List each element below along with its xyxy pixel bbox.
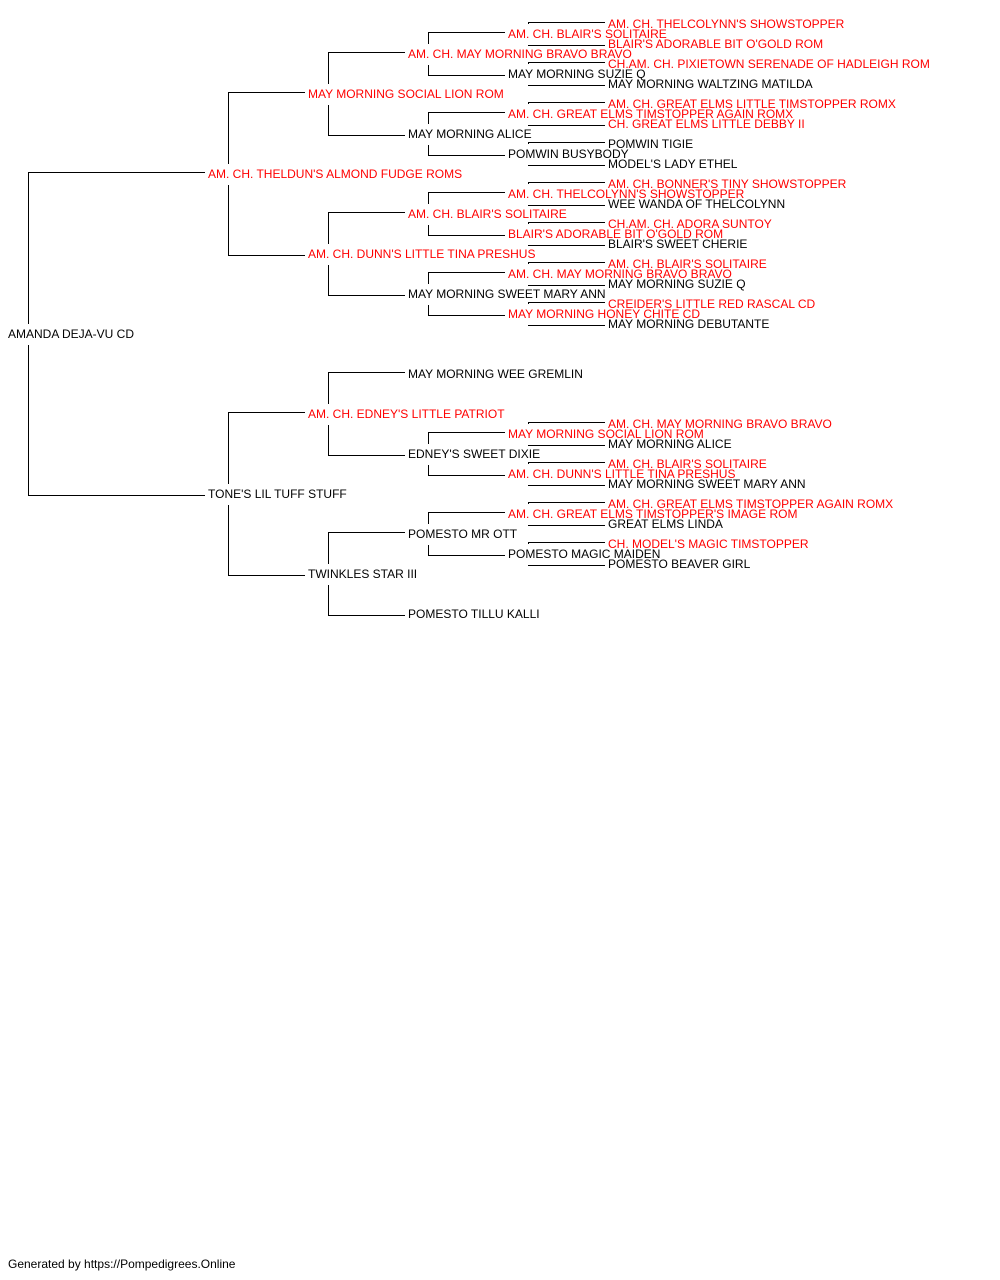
ancestor-name: AM. CH. MAY MORNING BRAVO BRAVO [608,417,832,431]
ancestor-name: TONE'S LIL TUFF STUFF [208,487,347,501]
ancestor-name: AM. CH. BLAIR'S SOLITAIRE [408,207,567,221]
ancestor-name: MAY MORNING SUZIE Q [508,67,646,81]
ancestor-name: AM. CH. DUNN'S LITTLE TINA PRESHUS [508,467,735,481]
ancestor-name: CH.AM. CH. PIXIETOWN SERENADE OF HADLEIG… [608,57,930,71]
ancestor-name: AM. CH. BLAIR'S SOLITAIRE [608,257,767,271]
ancestor-name: AM. CH. GREAT ELMS TIMSTOPPER AGAIN ROMX [508,107,793,121]
ancestor-name: MAY MORNING SWEET MARY ANN [608,477,806,491]
ancestor-name: MAY MORNING SWEET MARY ANN [408,287,606,301]
ancestor-name: GREAT ELMS LINDA [608,517,723,531]
ancestor-name: MAY MORNING DEBUTANTE [608,317,769,331]
ancestor-name: AM. CH. BLAIR'S SOLITAIRE [508,27,667,41]
ancestor-name: POMESTO BEAVER GIRL [608,557,751,571]
ancestor-name: BLAIR'S ADORABLE BIT O'GOLD ROM [608,37,823,51]
ancestor-name: CH.AM. CH. ADORA SUNTOY [608,217,772,231]
ancestor-name: POMESTO TILLU KALLI [408,607,540,621]
ancestor-name: POMWIN BUSYBODY [508,147,629,161]
subject-dog-name: AMANDA DEJA-VU CD [8,327,134,341]
ancestor-name: BLAIR'S SWEET CHERIE [608,237,747,251]
ancestor-name: MAY MORNING ALICE [408,127,532,141]
ancestor-name: POMESTO MR OTT [408,527,518,541]
ancestor-name: MAY MORNING HONEY CHITE CD [508,307,700,321]
ancestor-name: TWINKLES STAR III [308,567,417,581]
ancestor-name: AM. CH. GREAT ELMS LITTLE TIMSTOPPER ROM… [608,97,896,111]
ancestor-name: POMESTO MAGIC MAIDEN [508,547,660,561]
ancestor-name: AM. CH. GREAT ELMS TIMSTOPPER'S IMAGE RO… [508,507,797,521]
ancestor-name: CREIDER'S LITTLE RED RASCAL CD [608,297,816,311]
ancestor-name: MAY MORNING SUZIE Q [608,277,746,291]
ancestor-name: AM. CH. BLAIR'S SOLITAIRE [608,457,767,471]
ancestor-name: POMWIN TIGIE [608,137,693,151]
ancestor-name: MAY MORNING SOCIAL LION ROM [508,427,704,441]
ancestor-name: MODEL'S LADY ETHEL [608,157,738,171]
ancestor-name: CH. MODEL'S MAGIC TIMSTOPPER [608,537,809,551]
ancestor-name: MAY MORNING ALICE [608,437,732,451]
ancestor-name: WEE WANDA OF THELCOLYNN [608,197,785,211]
ancestor-name: AM. CH. DUNN'S LITTLE TINA PRESHUS [308,247,535,261]
ancestor-name: AM. CH. THELDUN'S ALMOND FUDGE ROMS [208,167,462,181]
ancestor-name: AM. CH. MAY MORNING BRAVO BRAVO [508,267,732,281]
footer-credit: Generated by https://Pompedigrees.Online [8,1257,236,1271]
ancestor-name: EDNEY'S SWEET DIXIE [408,447,540,461]
ancestor-name: AM. CH. GREAT ELMS TIMSTOPPER AGAIN ROMX [608,497,893,511]
ancestor-name: MAY MORNING WALTZING MATILDA [608,77,813,91]
ancestor-name: BLAIR'S ADORABLE BIT O'GOLD ROM [508,227,723,241]
ancestor-name: AM. CH. BONNER'S TINY SHOWSTOPPER [608,177,847,191]
ancestor-name: AM. CH. THELCOLYNN'S SHOWSTOPPER [508,187,745,201]
ancestor-name: AM. CH. THELCOLYNN'S SHOWSTOPPER [608,17,845,31]
ancestor-name: CH. GREAT ELMS LITTLE DEBBY II [608,117,805,131]
ancestor-name: MAY MORNING WEE GREMLIN [408,367,583,381]
ancestor-name: AM. CH. EDNEY'S LITTLE PATRIOT [308,407,505,421]
ancestor-name: MAY MORNING SOCIAL LION ROM [308,87,504,101]
ancestor-name: AM. CH. MAY MORNING BRAVO BRAVO [408,47,632,61]
